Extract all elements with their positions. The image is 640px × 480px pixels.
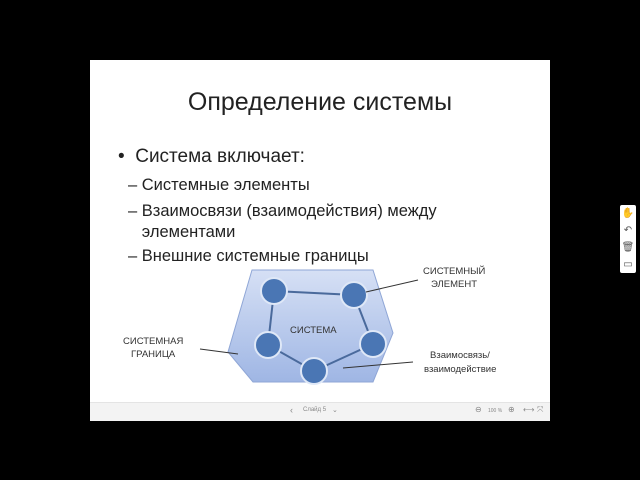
sub-bullet-2: – Взаимосвязи (взаимодействия) между эле…: [128, 201, 437, 243]
bullet: • Система включает:: [118, 146, 305, 167]
slide-title: Определение системы: [187, 88, 453, 116]
bullet-text: Система включает:: [135, 146, 305, 167]
relation-label: взаимодействие: [424, 364, 496, 375]
zoom-out-icon[interactable]: ⊖: [475, 405, 482, 414]
boundary-label: СИСТЕМНАЯ: [123, 336, 183, 347]
zoom-level: 100 %: [488, 408, 503, 414]
sub-bullet-1: – Системные элементы: [128, 176, 310, 194]
boundary-label: ГРАНИЦА: [131, 349, 176, 360]
fullscreen-icon[interactable]: ⤧: [537, 405, 544, 414]
sub-bullet-text: Системные элементы: [141, 176, 310, 194]
chevron-left-icon[interactable]: ‹: [290, 405, 293, 415]
node: [254, 331, 282, 359]
sub-bullet-3: – Внешние системные границы: [128, 247, 369, 265]
node: [340, 281, 368, 309]
presentation-toolbar: ‹ Слайд 5 ⌄ ⊖ 100 % ⊕ ⟷ ⤧: [90, 402, 550, 421]
system-nodes: [254, 277, 387, 385]
element-label: ЭЛЕМЕНТ: [431, 279, 477, 290]
signature-icon[interactable]: ▭: [623, 259, 633, 270]
relation-pointer: [342, 361, 414, 369]
sub-bullet-text: Внешние системные границы: [141, 247, 369, 265]
side-tools: ✋ ↶ 🗑 ▭: [620, 205, 636, 273]
undo-icon[interactable]: ↶: [623, 225, 633, 236]
chevron-down-icon[interactable]: ⌄: [332, 407, 338, 414]
relation-label: Взаимосвязь/: [430, 350, 490, 361]
sub-bullet-text: – Взаимосвязи (взаимодействия) между: [128, 202, 437, 220]
hand-icon[interactable]: ✋: [621, 208, 635, 219]
system-diagram: СИСТЕМА СИСТЕМНЫЙ ЭЛЕМЕНТ СИСТЕМНАЯ ГРАН…: [123, 265, 496, 385]
node: [359, 330, 387, 358]
slide: Определение системы • Система включает: …: [90, 60, 550, 402]
zoom-in-icon[interactable]: ⊕: [508, 405, 515, 414]
node: [260, 277, 288, 305]
fit-width-icon[interactable]: ⟷: [523, 405, 535, 414]
center-label: СИСТЕМА: [290, 325, 337, 336]
node: [300, 357, 328, 385]
element-pointer: [365, 279, 419, 293]
boundary-pointer: [199, 348, 239, 355]
sub-bullet-text: элементами: [141, 223, 236, 241]
element-label: СИСТЕМНЫЙ: [423, 265, 486, 277]
slide-selector[interactable]: Слайд 5: [303, 407, 327, 413]
trash-icon[interactable]: 🗑: [621, 242, 635, 253]
